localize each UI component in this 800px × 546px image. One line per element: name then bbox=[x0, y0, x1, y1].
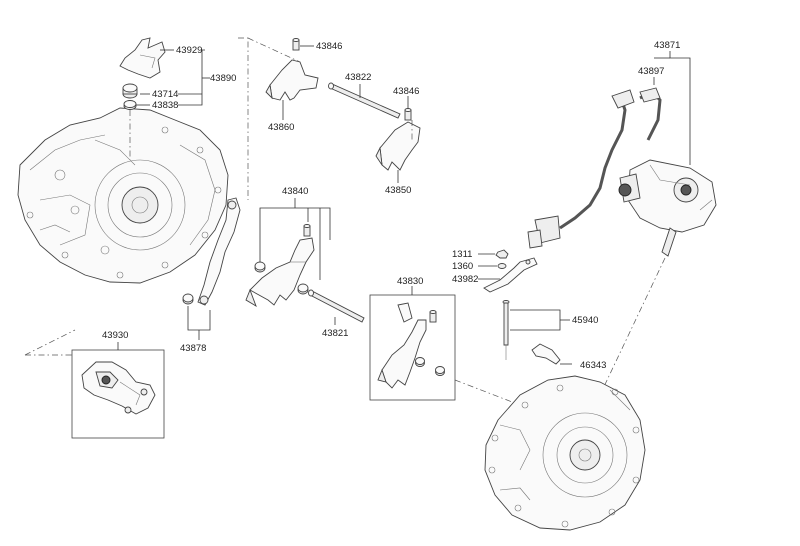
label-43838: 43838 bbox=[152, 100, 178, 111]
box-43830 bbox=[369, 294, 456, 401]
label-1360: 1360 bbox=[452, 261, 473, 272]
label-43850: 43850 bbox=[385, 185, 411, 196]
label-43830: 43830 bbox=[397, 276, 423, 287]
transmission-case-left bbox=[17, 107, 229, 284]
pin-43830 bbox=[429, 310, 437, 323]
label-43871: 43871 bbox=[654, 40, 680, 51]
label-43846-b: 43846 bbox=[393, 86, 419, 97]
washer-1360 bbox=[497, 263, 507, 269]
label-43840: 43840 bbox=[282, 186, 308, 197]
pin-43846-b bbox=[404, 108, 412, 121]
label-43897: 43897 bbox=[638, 66, 664, 77]
rod-45940 bbox=[502, 300, 510, 360]
label-1311: 1311 bbox=[452, 249, 472, 260]
bushing-43714 bbox=[122, 83, 138, 99]
label-43878: 43878 bbox=[180, 343, 206, 354]
shift-fork-43840 bbox=[245, 237, 315, 308]
label-43890: 43890 bbox=[210, 73, 236, 84]
label-43860: 43860 bbox=[268, 122, 294, 133]
label-43822: 43822 bbox=[345, 72, 371, 83]
shift-rail-43821 bbox=[308, 289, 365, 323]
label-43929: 43929 bbox=[176, 45, 202, 56]
label-43930: 43930 bbox=[102, 330, 128, 341]
bracket-43982 bbox=[483, 257, 538, 293]
label-43714: 43714 bbox=[152, 89, 178, 100]
nut-1311 bbox=[495, 249, 509, 259]
bushing-43830-b bbox=[435, 366, 445, 376]
shift-lever-43878 bbox=[197, 197, 241, 306]
clip-46343 bbox=[531, 343, 561, 365]
shift-fork-43860 bbox=[265, 59, 319, 101]
label-46343: 46343 bbox=[580, 360, 606, 371]
bracket-43929 bbox=[119, 37, 166, 79]
shift-control-43930 bbox=[81, 361, 156, 415]
bushing-43840 bbox=[254, 261, 266, 273]
shift-fork-43830 bbox=[377, 302, 427, 389]
label-43846-a: 43846 bbox=[316, 41, 342, 52]
wiring-harness-43897 bbox=[527, 87, 662, 249]
actuator-43871 bbox=[618, 159, 717, 257]
label-43982: 43982 bbox=[452, 274, 478, 285]
transmission-case-right bbox=[484, 375, 646, 531]
bushing-43830-a bbox=[415, 357, 425, 367]
shift-rail-43822 bbox=[328, 82, 401, 119]
label-45940: 45940 bbox=[572, 315, 598, 326]
pin-43846-a bbox=[292, 38, 300, 51]
washer-43838 bbox=[123, 100, 137, 110]
label-43821: 43821 bbox=[322, 328, 348, 339]
shift-fork-43850 bbox=[375, 121, 421, 171]
bushing-43840-b bbox=[297, 283, 309, 295]
pin-43840 bbox=[303, 224, 311, 237]
bushing-43878 bbox=[182, 293, 194, 305]
